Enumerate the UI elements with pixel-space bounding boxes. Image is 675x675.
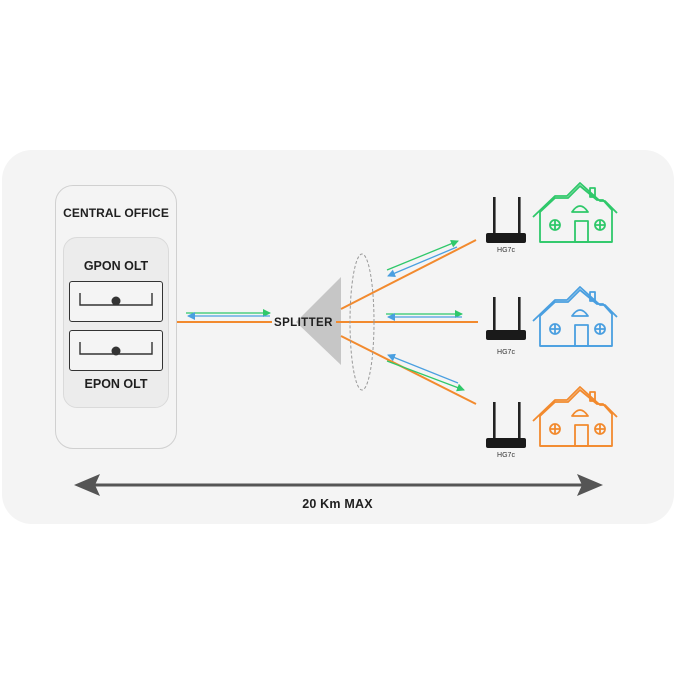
house-3-icon bbox=[532, 386, 618, 447]
central-office-box bbox=[55, 185, 177, 449]
splitter-ellipse bbox=[349, 253, 375, 391]
branch-fiber-3 bbox=[340, 335, 477, 405]
central-office-title: CENTRAL OFFICE bbox=[63, 206, 169, 220]
router-1-icon bbox=[486, 197, 526, 243]
olt-unit bbox=[63, 237, 169, 408]
branch-3-downstream-arrow bbox=[386, 360, 465, 392]
olt-port-top bbox=[79, 293, 153, 306]
router-1-label: HG7c bbox=[497, 247, 515, 254]
branch-1-upstream-arrow bbox=[387, 246, 458, 277]
distance-label: 20 Km MAX bbox=[302, 497, 373, 511]
branch-1-downstream-arrow bbox=[386, 239, 459, 271]
router-3-icon bbox=[486, 402, 526, 448]
router-2-label: HG7c bbox=[497, 349, 515, 356]
router-3-label: HG7c bbox=[497, 452, 515, 459]
olt-port-bottom bbox=[79, 342, 153, 356]
branch-3-upstream-arrow bbox=[387, 353, 459, 384]
distance-arrow bbox=[74, 474, 603, 496]
splitter-label: SPLITTER bbox=[274, 317, 333, 329]
router-2-icon bbox=[486, 297, 526, 340]
splitter-shape bbox=[296, 277, 341, 365]
house-2-icon bbox=[532, 286, 618, 347]
gpon-olt-label: GPON OLT bbox=[83, 259, 149, 273]
branch-fiber-1 bbox=[340, 239, 477, 310]
epon-olt-label: EPON OLT bbox=[84, 377, 148, 391]
house-1-icon bbox=[532, 182, 618, 243]
